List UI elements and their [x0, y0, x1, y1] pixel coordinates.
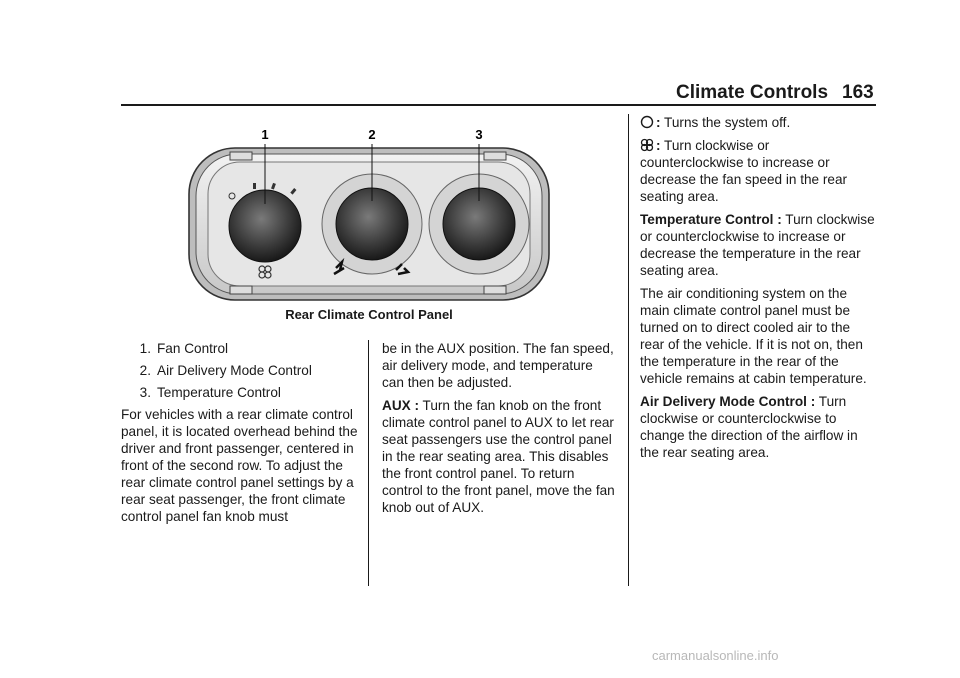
clip-br [483, 285, 507, 295]
off-mark-icon [228, 192, 236, 200]
fan-symbol-icon [258, 265, 272, 279]
off-circle-icon [640, 115, 654, 129]
off-paragraph: : Turns the system off. [640, 114, 876, 131]
ac-paragraph: The air conditioning system on the main … [640, 286, 867, 386]
mode-paragraph: Air Delivery Mode Control : Turn clockwi… [640, 393, 876, 461]
column-divider [368, 340, 369, 586]
off-text: Turns the system off. [660, 115, 791, 130]
figure-caption: Rear Climate Control Panel [285, 307, 453, 322]
callout-1: 1 [261, 127, 268, 142]
list-number: 2. [139, 363, 151, 378]
column-1: 1. Fan Control 2. Air Delivery Mode Cont… [121, 340, 359, 531]
fan-text: Turn clockwise or counterclockwise to in… [640, 138, 848, 204]
vent-mode-icon [333, 257, 345, 276]
continued-paragraph: be in the AUX position. The fan speed, a… [382, 341, 614, 390]
list-item: 1. Fan Control [121, 340, 359, 357]
header-rule [121, 104, 876, 106]
aux-text: Turn the fan knob on the front climate c… [382, 398, 615, 515]
mode-label: Air Delivery Mode Control : [640, 394, 816, 409]
fan-paragraph: : Turn clockwise or counterclockwise to … [640, 137, 876, 205]
temperature-label: Temperature Control : [640, 212, 782, 227]
list-label: Air Delivery Mode Control [157, 363, 312, 378]
watermark: carmanualsonline.info [652, 648, 779, 663]
column-divider [628, 114, 629, 586]
callout-3: 3 [475, 127, 482, 142]
clip-tl [229, 151, 253, 161]
off-label: : [656, 115, 661, 130]
page-title: Climate Controls [676, 82, 829, 103]
callout-2: 2 [368, 127, 375, 142]
rear-climate-panel-illustration: 1 2 3 [188, 127, 550, 301]
temperature-text: Turn clockwise or counterclockwise to in… [640, 212, 875, 278]
column-3: : Turns the system off. : Turn clockwise… [640, 114, 876, 467]
list-label: Fan Control [157, 341, 229, 356]
floor-mode-icon [395, 263, 411, 276]
list-label: Temperature Control [157, 385, 281, 400]
list-number: 3. [139, 385, 151, 400]
list-item: 3. Temperature Control [121, 384, 359, 401]
temperature-paragraph: Temperature Control : Turn clockwise or … [640, 211, 876, 279]
fan-label: : [656, 138, 661, 153]
clip-tr [483, 151, 507, 161]
aux-label: AUX : [382, 398, 420, 413]
page-number: 163 [842, 82, 874, 103]
aux-paragraph: AUX : Turn the fan knob on the front cli… [382, 397, 618, 516]
fan-icon [640, 138, 654, 152]
clip-bl [229, 285, 253, 295]
intro-paragraph: For vehicles with a rear climate control… [121, 407, 358, 524]
list-item: 2. Air Delivery Mode Control [121, 362, 359, 379]
column-2: be in the AUX position. The fan speed, a… [382, 340, 618, 522]
mode-text: Turn clockwise or counterclockwise to ch… [640, 394, 858, 460]
list-number: 1. [139, 341, 151, 356]
